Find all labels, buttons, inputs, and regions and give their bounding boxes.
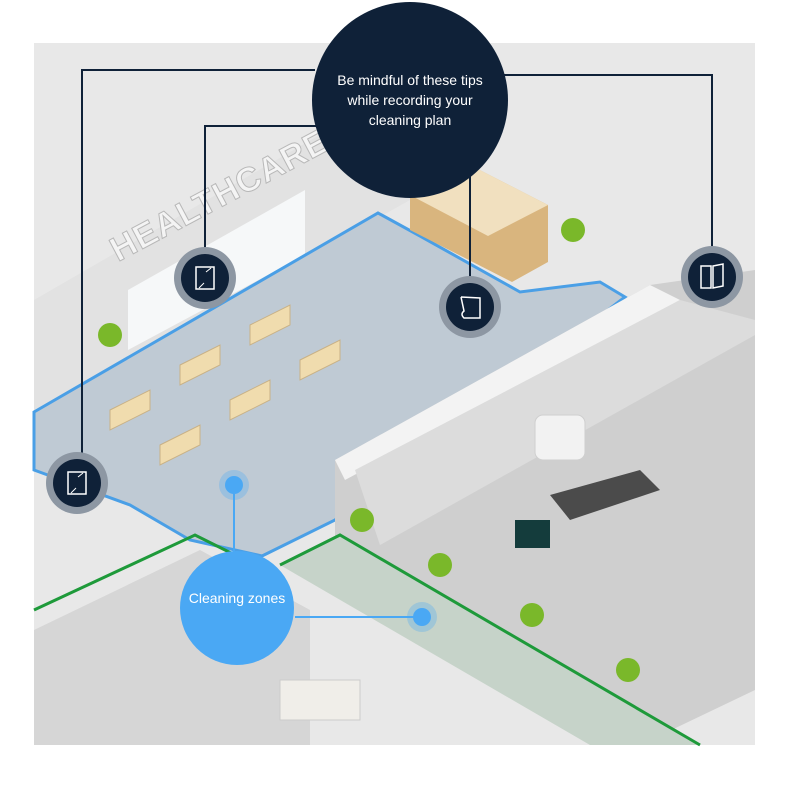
operating-table <box>550 470 660 520</box>
floor-mat-icon[interactable] <box>439 276 501 338</box>
cleaning-zones-circle <box>180 551 294 665</box>
operating-room-wall <box>335 285 680 480</box>
c-arm-machine <box>534 414 586 461</box>
zone-marker-corridor[interactable] <box>407 602 437 632</box>
cleaning-zones-label: Cleaning zones <box>188 590 286 606</box>
corridor-border-left <box>33 533 236 612</box>
door-icon[interactable] <box>681 246 743 308</box>
waiting-chairs <box>109 304 341 466</box>
tips-callout-text: Be mindful of these tips while recording… <box>337 72 483 128</box>
glass-panel-icon[interactable] <box>46 452 108 514</box>
corridor-zone <box>280 535 700 745</box>
glass-window-icon[interactable] <box>174 247 236 309</box>
zone-marker-lobby[interactable] <box>219 470 249 500</box>
callout-lines <box>81 69 713 468</box>
tips-circle <box>312 2 508 198</box>
corridor-border-right <box>279 533 701 747</box>
equipment-cart <box>515 520 550 548</box>
plants <box>98 218 640 682</box>
zone-lines <box>233 485 422 618</box>
hospital-bed <box>279 679 361 721</box>
